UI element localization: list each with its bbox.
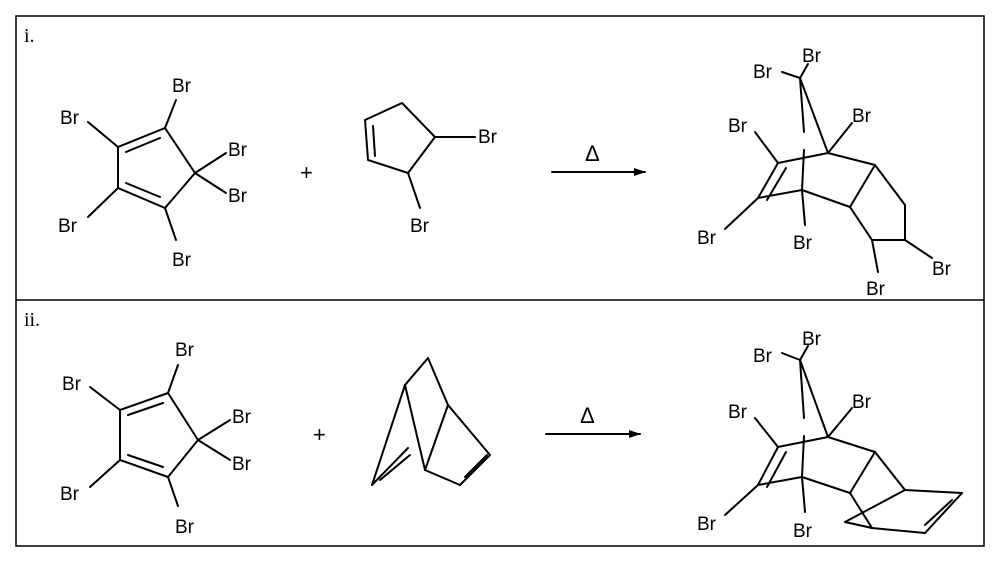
diene-hexabromocyclopentadiene-ii: Br Br Br Br Br Br bbox=[60, 340, 252, 538]
reaction-arrow-ii: Δ bbox=[545, 403, 641, 438]
br-substituent: Br bbox=[232, 454, 252, 475]
br-substituent: Br bbox=[232, 407, 252, 428]
br-substituent: Br bbox=[793, 233, 813, 254]
reaction-arrow-i: Δ bbox=[551, 141, 646, 176]
br-substituent: Br bbox=[60, 108, 80, 129]
br-substituent: Br bbox=[60, 484, 80, 505]
panel-ii: ii. Br Br Br Br Br Br + bbox=[24, 309, 963, 542]
br-substituent: Br bbox=[728, 402, 748, 423]
br-substituent: Br bbox=[175, 517, 195, 538]
br-substituent: Br bbox=[852, 392, 872, 413]
br-substituent: Br bbox=[802, 329, 822, 350]
diene-hexabromocyclopentadiene-i: Br Br Br Br Br Br bbox=[58, 76, 248, 271]
br-substituent: Br bbox=[410, 216, 430, 237]
br-substituent: Br bbox=[753, 346, 773, 367]
scheme-frame bbox=[15, 15, 985, 547]
br-substituent: Br bbox=[802, 46, 822, 67]
dienophile-norbornadiene bbox=[371, 357, 491, 486]
product-adduct-i: Br Br Br Br Br Br Br Br bbox=[697, 46, 952, 300]
plus-sign-i: + bbox=[300, 160, 313, 185]
heat-symbol: Δ bbox=[585, 141, 600, 166]
br-substituent: Br bbox=[697, 514, 717, 535]
br-substituent: Br bbox=[697, 228, 717, 249]
br-substituent: Br bbox=[932, 259, 952, 280]
product-adduct-ii: Br Br Br Br Br Br bbox=[697, 329, 963, 542]
br-substituent: Br bbox=[753, 62, 773, 83]
plus-sign-ii: + bbox=[313, 422, 326, 447]
br-substituent: Br bbox=[172, 76, 192, 97]
dienophile-dibromocyclopentene: Br Br bbox=[364, 102, 498, 237]
br-substituent: Br bbox=[866, 279, 886, 300]
br-substituent: Br bbox=[172, 250, 192, 271]
br-substituent: Br bbox=[478, 127, 498, 148]
panel-label-i: i. bbox=[24, 25, 35, 47]
br-substituent: Br bbox=[62, 374, 82, 395]
br-substituent: Br bbox=[728, 116, 748, 137]
panel-i: i. Br Br Br Br Br Br + Br Br bbox=[24, 25, 952, 300]
panel-label-ii: ii. bbox=[24, 309, 40, 331]
br-substituent: Br bbox=[793, 521, 813, 542]
br-substituent: Br bbox=[852, 106, 872, 127]
br-substituent: Br bbox=[175, 340, 195, 361]
heat-symbol: Δ bbox=[580, 403, 595, 428]
br-substituent: Br bbox=[228, 140, 248, 161]
br-substituent: Br bbox=[228, 186, 248, 207]
br-substituent: Br bbox=[58, 216, 78, 237]
